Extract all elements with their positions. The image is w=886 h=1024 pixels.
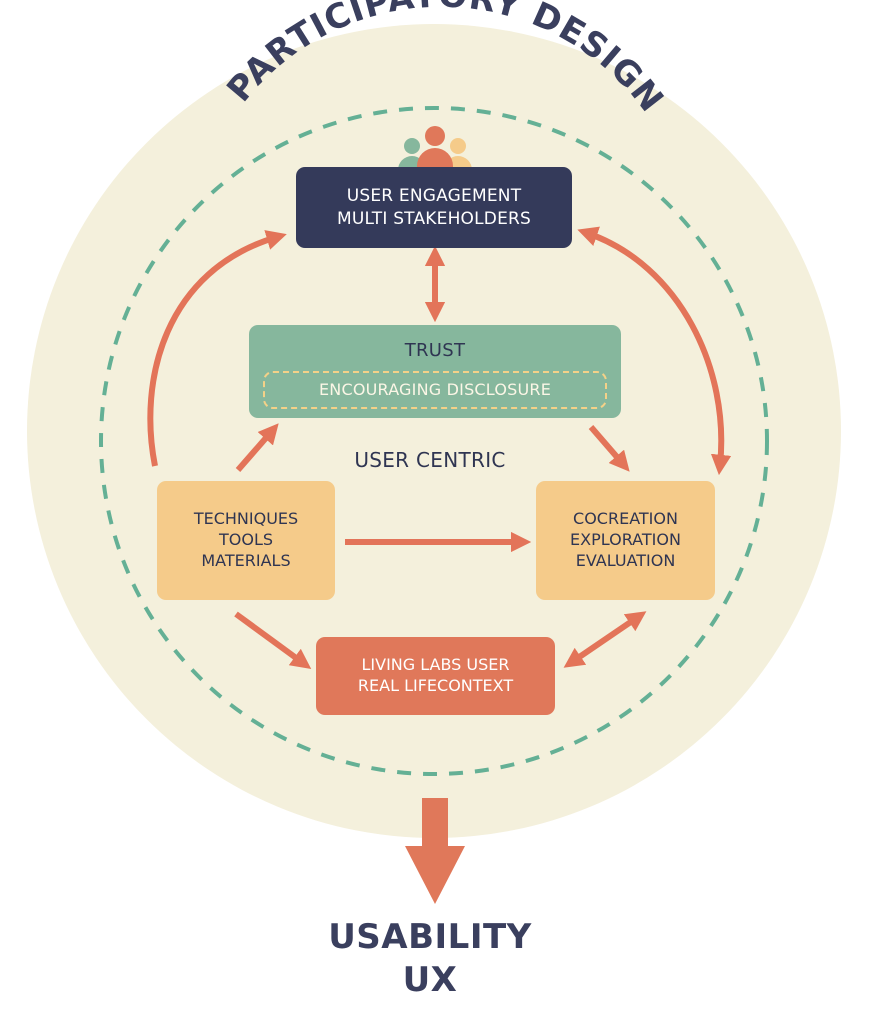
usability-line1: USABILITY xyxy=(328,917,532,957)
cocreation-box: COCREATION EXPLORATION EVALUATION xyxy=(536,481,715,600)
user-engagement-line2: MULTI STAKEHOLDERS xyxy=(336,208,532,229)
living-labs-line1: LIVING LABS USER xyxy=(361,655,510,675)
living-labs-box: LIVING LABS USER REAL LIFECONTEXT xyxy=(316,637,555,715)
usability-line2: UX xyxy=(402,959,458,1000)
techniques-line3: MATERIALS xyxy=(201,550,291,570)
output-arrow xyxy=(405,798,465,904)
user-engagement-box: USER ENGAGEMENT MULTI STAKEHOLDERS xyxy=(296,167,572,248)
encouraging-disclosure-label: ENCOURAGING DISCLOSURE xyxy=(263,371,607,409)
arrow-techniques-to-engagement xyxy=(147,230,287,467)
trust-title: TRUST xyxy=(404,340,466,361)
arrow-techniques-to-trust xyxy=(235,423,279,472)
cocreation-line3: EVALUATION xyxy=(575,550,676,570)
dashed-ring xyxy=(99,106,769,776)
techniques-line2: TOOLS xyxy=(218,530,274,550)
arrow-engagement-cocreation xyxy=(577,226,732,476)
techniques-line1: TECHNIQUES xyxy=(193,509,299,529)
living-labs-line2: REAL LIFECONTEXT xyxy=(357,676,514,695)
user-centric-label: USER CENTRIC xyxy=(354,448,506,472)
cocreation-line2: EXPLORATION xyxy=(570,530,681,550)
arrow-living-labs-cocreation xyxy=(563,611,647,668)
arrow-trust-to-cocreation xyxy=(588,425,630,472)
arrow-techniques-to-living-labs xyxy=(234,611,312,670)
usability-output-label: USABILITY UX xyxy=(300,916,560,1001)
cocreation-line1: COCREATION xyxy=(573,509,678,529)
trust-box: TRUST ENCOURAGING DISCLOSURE xyxy=(249,325,621,418)
user-engagement-line1: USER ENGAGEMENT xyxy=(346,186,522,207)
techniques-box: TECHNIQUES TOOLS MATERIALS xyxy=(157,481,335,600)
